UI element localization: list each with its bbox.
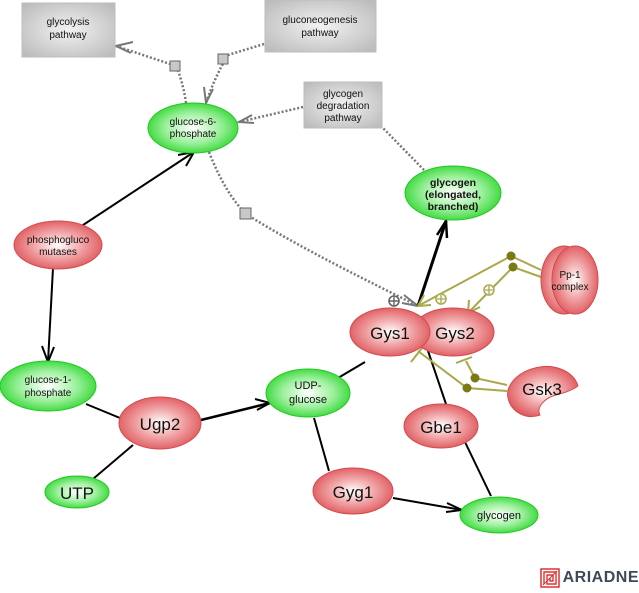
- arrowhead: [435, 217, 449, 239]
- stimulation-icon: [435, 293, 447, 305]
- node-label: glycolysis: [47, 17, 90, 28]
- node-glycogen[interactable]: glycogen: [459, 496, 539, 534]
- node-label: branched): [428, 201, 479, 213]
- edge-gyg1-to-glycogen[interactable]: [392, 497, 463, 511]
- node-label: gluconeogenesis: [282, 15, 357, 26]
- inhibition-bar: [410, 347, 423, 363]
- node-label: Gyg1: [333, 483, 374, 502]
- node-gys1[interactable]: Gys1: [349, 307, 431, 357]
- edge-gys1-to-gbe1: [425, 344, 448, 408]
- process-node[interactable]: [169, 60, 181, 72]
- arrowhead: [203, 86, 214, 107]
- edge-glycogen-to-degradation: [380, 125, 425, 171]
- node-label: pathway: [49, 30, 86, 41]
- node-phosphoglucomutases[interactable]: phosphogluco mutases: [13, 220, 103, 270]
- node-label: glycogen: [323, 89, 363, 100]
- node-label: pathway: [301, 28, 338, 39]
- node-label: Pp-1: [559, 270, 581, 281]
- process-node[interactable]: [239, 207, 252, 220]
- ariadne-logo: ARIADNE: [539, 568, 639, 588]
- node-label: UTP: [60, 484, 94, 503]
- node-label: glycogen: [430, 177, 476, 189]
- edge-ugp2-to-udpglucose[interactable]: [200, 401, 271, 422]
- node-label: Gys2: [435, 324, 475, 343]
- node-label: glucose: [289, 394, 327, 406]
- edge-gys-to-glycogen-elongated[interactable]: [416, 220, 448, 307]
- node-gsk3[interactable]: Gsk3: [507, 365, 579, 417]
- node-udp-glucose[interactable]: UDP- glucose: [265, 368, 351, 418]
- inhibition-bar: [455, 356, 473, 364]
- edge-gsk3-inhibits-gys1[interactable]: [417, 350, 508, 392]
- edge-phosphoglucomutase-to-g1p[interactable]: [47, 267, 54, 363]
- node-label: Gbe1: [420, 418, 462, 437]
- arrowhead: [112, 41, 134, 54]
- dotted-edges: [112, 41, 425, 308]
- regulation-dot: [462, 383, 472, 393]
- stimulation-icon: [483, 284, 495, 296]
- edge-phosphoglucomutase-to-g6p[interactable]: [79, 151, 195, 228]
- regulation-edges: [410, 251, 542, 393]
- edge-utp-to-ugp2: [92, 444, 134, 480]
- arrowhead: [416, 294, 432, 308]
- edge-degradation-to-g6p[interactable]: [238, 105, 304, 124]
- node-glycolysis-pathway[interactable]: glycolysis pathway: [21, 2, 116, 58]
- node-label: glucose-6-: [170, 117, 217, 128]
- node-label: glycogen: [477, 510, 521, 522]
- edge-g1p-to-ugp2: [85, 403, 121, 419]
- node-gluconeogenesis-pathway[interactable]: gluconeogenesis pathway: [264, 0, 377, 53]
- node-label: glucose-1-: [25, 375, 72, 386]
- node-ugp2[interactable]: Ugp2: [118, 396, 202, 450]
- edge-udpglucose-to-gys1: [337, 361, 366, 379]
- ariadne-logo-text: ARIADNE: [562, 569, 639, 586]
- node-label: complex: [551, 282, 588, 293]
- node-label: degradation: [317, 101, 370, 112]
- ariadne-labyrinth-icon: [539, 568, 560, 588]
- edge-g6p-to-gys1[interactable]: [207, 151, 419, 308]
- node-label: UDP-: [295, 380, 322, 392]
- process-node[interactable]: [217, 53, 229, 65]
- arrowhead: [235, 114, 255, 124]
- edge-gbe1-to-glycogen: [464, 441, 492, 497]
- node-glycogen-degradation-pathway[interactable]: glycogen degradation pathway: [303, 81, 383, 129]
- node-gyg1[interactable]: Gyg1: [312, 467, 394, 515]
- node-utp[interactable]: UTP: [44, 475, 110, 509]
- regulation-dot: [508, 262, 518, 272]
- node-pp1-complex[interactable]: Pp-1 complex: [540, 245, 599, 315]
- node-label: pathway: [324, 113, 361, 124]
- edge-g6p-to-glycolysis[interactable]: [115, 44, 188, 104]
- regulation-dot: [506, 251, 516, 261]
- node-label: Gsk3: [522, 380, 562, 399]
- node-glucose-1-phosphate[interactable]: glucose-1- phosphate: [0, 360, 97, 412]
- node-label: phosphate: [25, 388, 72, 399]
- node-label: (elongated,: [425, 189, 481, 201]
- edge-gluconeogenesis-to-g6p[interactable]: [204, 42, 265, 104]
- node-gys2[interactable]: Gys2: [411, 307, 495, 357]
- node-label: Ugp2: [140, 415, 181, 434]
- node-label: phosphogluco: [27, 235, 90, 246]
- edge-udpglucose-to-gyg1: [313, 417, 330, 472]
- node-label: phosphate: [170, 129, 217, 140]
- node-glycogen-elongated-branched[interactable]: glycogen (elongated, branched): [404, 165, 502, 221]
- node-label: mutases: [39, 247, 77, 258]
- node-label: Gys1: [370, 324, 410, 343]
- regulation-dot: [470, 373, 480, 383]
- node-gbe1[interactable]: Gbe1: [403, 403, 479, 449]
- node-glucose-6-phosphate[interactable]: glucose-6- phosphate: [147, 102, 239, 154]
- stimulation-icon: [388, 295, 400, 307]
